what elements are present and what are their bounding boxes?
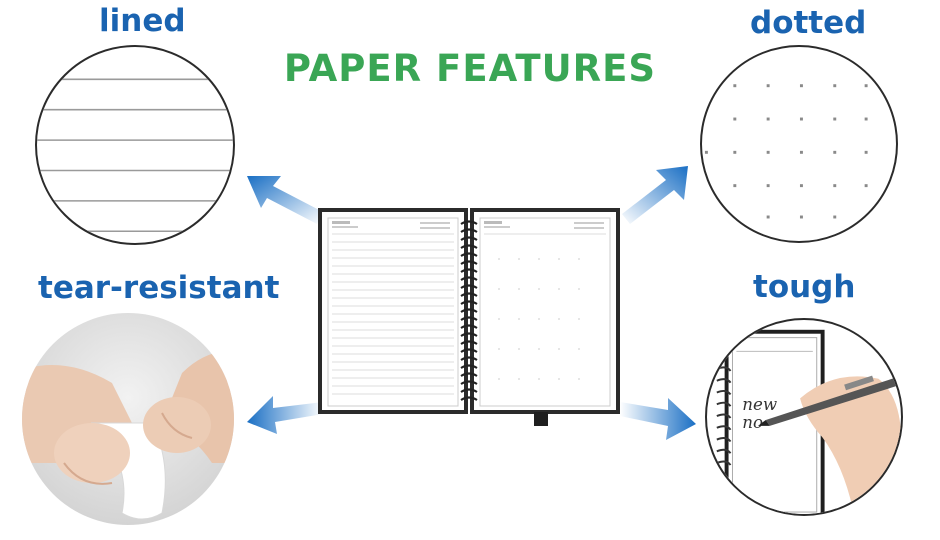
label-lined: lined	[99, 3, 186, 39]
handwriting-line-1: new	[742, 395, 777, 414]
arrow-down-right-icon	[620, 398, 696, 440]
pen-icon	[757, 375, 901, 426]
hand-icon	[54, 397, 211, 485]
lined-paper-circle	[35, 45, 235, 245]
handwriting-line-2: no	[742, 413, 763, 432]
dotted-paper-swatch	[704, 84, 868, 219]
label-tough: tough	[753, 269, 856, 305]
dotted-paper-circle	[700, 45, 898, 243]
notebook-illustration	[318, 208, 620, 430]
tear-resistant-photo-circle	[22, 313, 234, 525]
label-dotted: dotted	[750, 5, 867, 41]
tough-paper-circle: new no	[705, 318, 903, 516]
arrow-up-left-icon	[247, 176, 323, 224]
page-title: PAPER FEATURES	[283, 47, 657, 90]
spiral-binding-icon	[460, 220, 478, 401]
spiral-binding-icon	[716, 366, 732, 466]
label-tear-resistant: tear-resistant	[38, 270, 280, 306]
arrow-left-icon	[247, 396, 323, 434]
lined-paper-swatch	[37, 78, 233, 233]
pen-loop-tab	[534, 412, 548, 426]
hands-stretching-paper-illustration	[22, 313, 234, 525]
arrow-up-right-icon	[622, 166, 688, 224]
writing-on-notebook-illustration: new no	[716, 329, 901, 514]
